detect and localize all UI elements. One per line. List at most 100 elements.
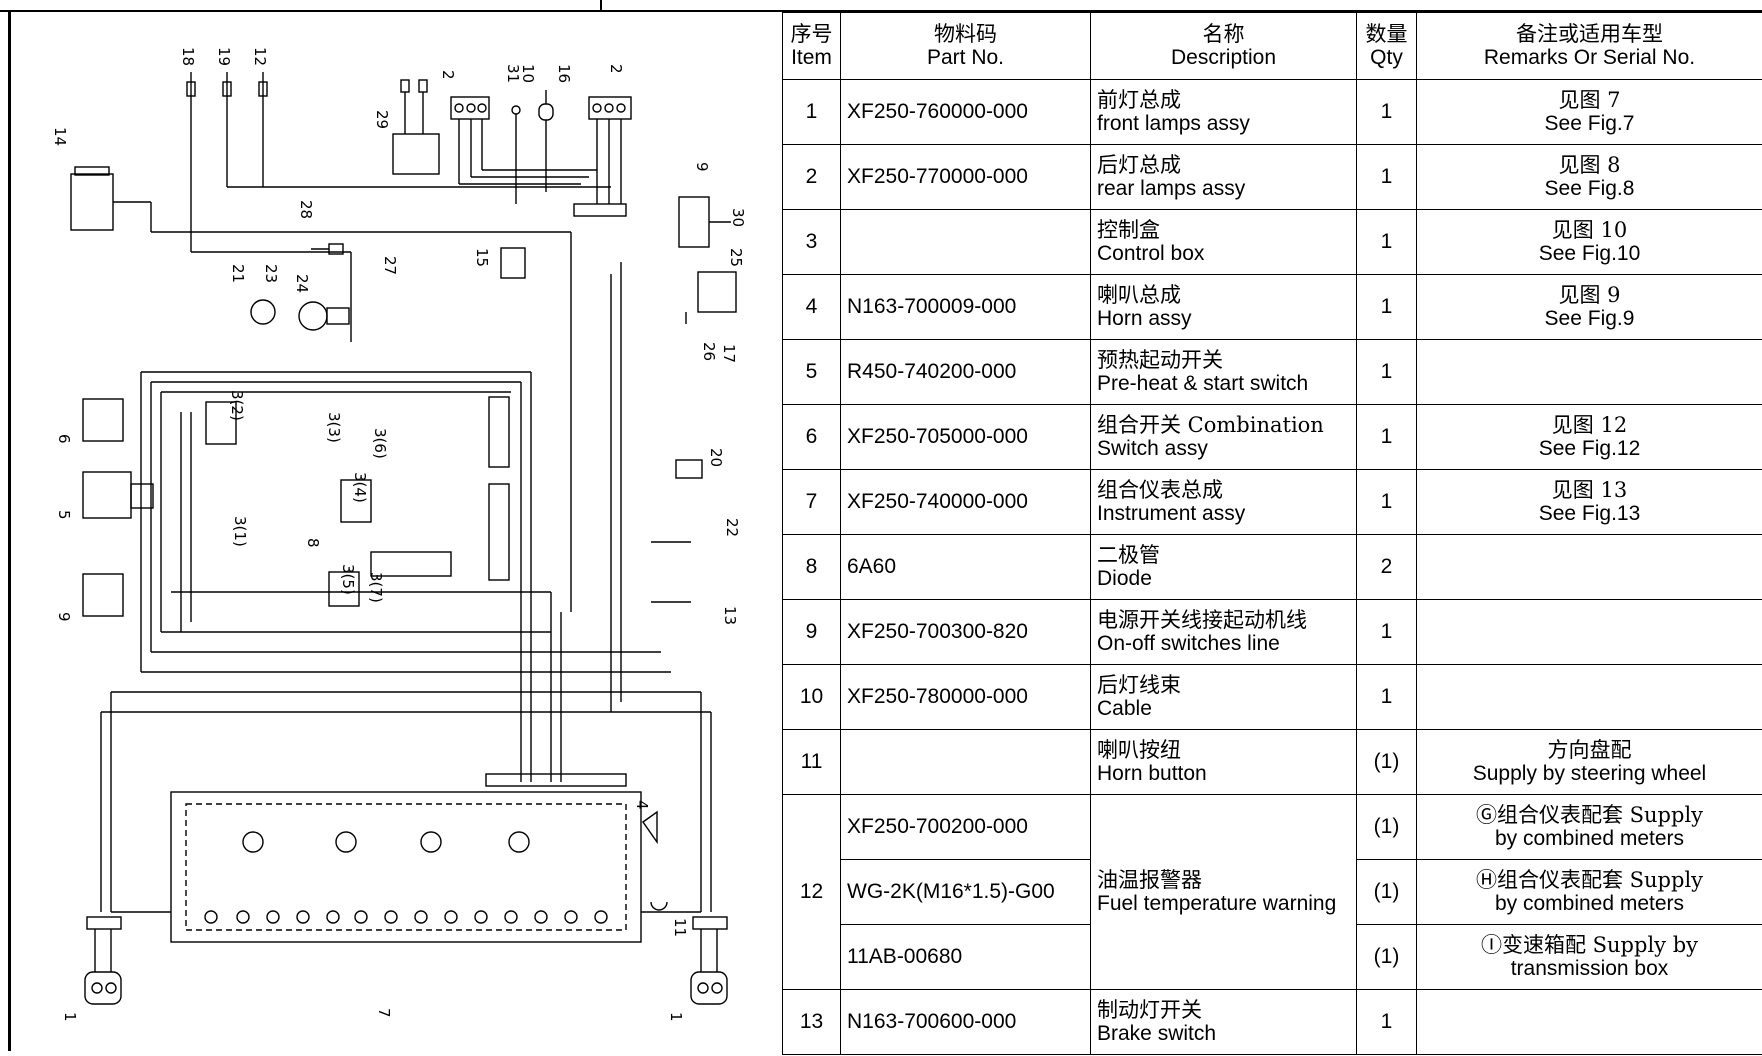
- switch-14: [71, 174, 113, 230]
- cell-text: 1: [1381, 165, 1393, 188]
- cell-remarks: [1417, 665, 1762, 730]
- cell-text: by combined meters: [1423, 892, 1756, 916]
- terminal-strip-top: [574, 204, 626, 216]
- cell-item: 5: [783, 340, 841, 405]
- svg-text:15: 15: [473, 248, 491, 267]
- cell-text: 5: [806, 360, 818, 383]
- cell-text: 11AB-00680: [847, 945, 962, 968]
- cell-text: 1: [1381, 360, 1393, 383]
- svg-text:24: 24: [293, 274, 311, 293]
- cell-item: 9: [783, 600, 841, 665]
- cell-text: 1: [1381, 1010, 1393, 1033]
- cell-part-no: XF250-780000-000: [841, 665, 1091, 730]
- cell-text: (1): [1374, 880, 1400, 903]
- cell-item: 4: [783, 275, 841, 340]
- cell-qty: 1: [1357, 405, 1417, 470]
- cell-text: Fuel temperature warning: [1097, 892, 1350, 916]
- cell-text: Brake switch: [1097, 1022, 1350, 1046]
- cell-text: Ⓘ变速箱配 Supply by: [1423, 933, 1756, 957]
- cell-text: Horn assy: [1097, 307, 1350, 331]
- svg-text:25: 25: [727, 248, 745, 267]
- cell-text: 10: [800, 685, 823, 708]
- svg-text:27: 27: [381, 256, 399, 275]
- svg-text:7: 7: [375, 1008, 393, 1018]
- cell-remarks: [1417, 535, 1762, 600]
- cell-text: Switch assy: [1097, 437, 1350, 461]
- cell-text: 11: [801, 750, 823, 773]
- svg-text:1: 1: [667, 1012, 685, 1022]
- switch-5: [83, 472, 131, 518]
- cell-qty: 1: [1357, 470, 1417, 535]
- svg-text:5: 5: [55, 510, 73, 520]
- switch-6-upper: [83, 399, 123, 441]
- cell-part-no: [841, 210, 1091, 275]
- svg-text:1: 1: [61, 1012, 79, 1022]
- cell-text: Diode: [1097, 567, 1350, 591]
- cell-item: 13: [783, 990, 841, 1055]
- relay-29: [393, 134, 439, 174]
- svg-text:14: 14: [51, 127, 69, 146]
- cell-item: 7: [783, 470, 841, 535]
- cell-text: 方向盘配: [1423, 738, 1756, 762]
- svg-text:3(1): 3(1): [231, 516, 249, 547]
- cell-text: Horn button: [1097, 762, 1350, 786]
- connector-strip-b: [489, 484, 509, 580]
- cell-text: 2: [1381, 555, 1393, 578]
- cell-text: WG-2K(M16*1.5)-G00: [847, 880, 1055, 903]
- cell-qty: 1: [1357, 210, 1417, 275]
- cell-part-no: XF250-760000-000: [841, 80, 1091, 145]
- svg-text:18: 18: [179, 47, 197, 66]
- wiring-diagram: 18 19 12 2 31 10 16 2 29 14 9 30 28 27 2…: [8, 12, 781, 1051]
- cell-text: See Fig.13: [1423, 502, 1756, 526]
- cell-part-no: N163-700600-000: [841, 990, 1091, 1055]
- cell-text: 组合仪表总成: [1097, 478, 1350, 502]
- svg-text:9: 9: [693, 162, 711, 172]
- cell-text: 二极管: [1097, 543, 1350, 567]
- connector-19: [223, 72, 231, 187]
- cell-text: 1: [806, 100, 818, 123]
- cell-text: 后灯线束: [1097, 673, 1350, 697]
- svg-text:28: 28: [297, 200, 315, 219]
- cell-text: 组合开关 Combination: [1097, 413, 1350, 437]
- svg-text:30: 30: [729, 208, 747, 227]
- cell-text: (1): [1374, 945, 1400, 968]
- cell-part-no: WG-2K(M16*1.5)-G00: [841, 860, 1091, 925]
- cell-text: See Fig.9: [1423, 307, 1756, 331]
- svg-text:16: 16: [555, 64, 573, 83]
- cell-text: rear lamps assy: [1097, 177, 1350, 201]
- component-15: [501, 248, 525, 278]
- cell-item: 12: [783, 795, 841, 990]
- switch-6-lower: [83, 574, 123, 616]
- cell-text: 1: [1381, 100, 1393, 123]
- cell-text: Ⓖ组合仪表配套 Supply: [1423, 803, 1756, 827]
- terminal-31: [512, 106, 520, 114]
- cell-text: 1: [1381, 425, 1393, 448]
- cell-part-no: XF250-700200-000: [841, 795, 1091, 860]
- cell-text: XF250-760000-000: [847, 100, 1028, 123]
- cell-text: XF250-740000-000: [847, 490, 1028, 513]
- cell-text: 喇叭按纽: [1097, 738, 1350, 762]
- svg-text:23: 23: [262, 264, 280, 283]
- svg-text:11: 11: [671, 918, 689, 937]
- cell-qty: 2: [1357, 535, 1417, 600]
- cell-text: 见图 8: [1423, 153, 1756, 177]
